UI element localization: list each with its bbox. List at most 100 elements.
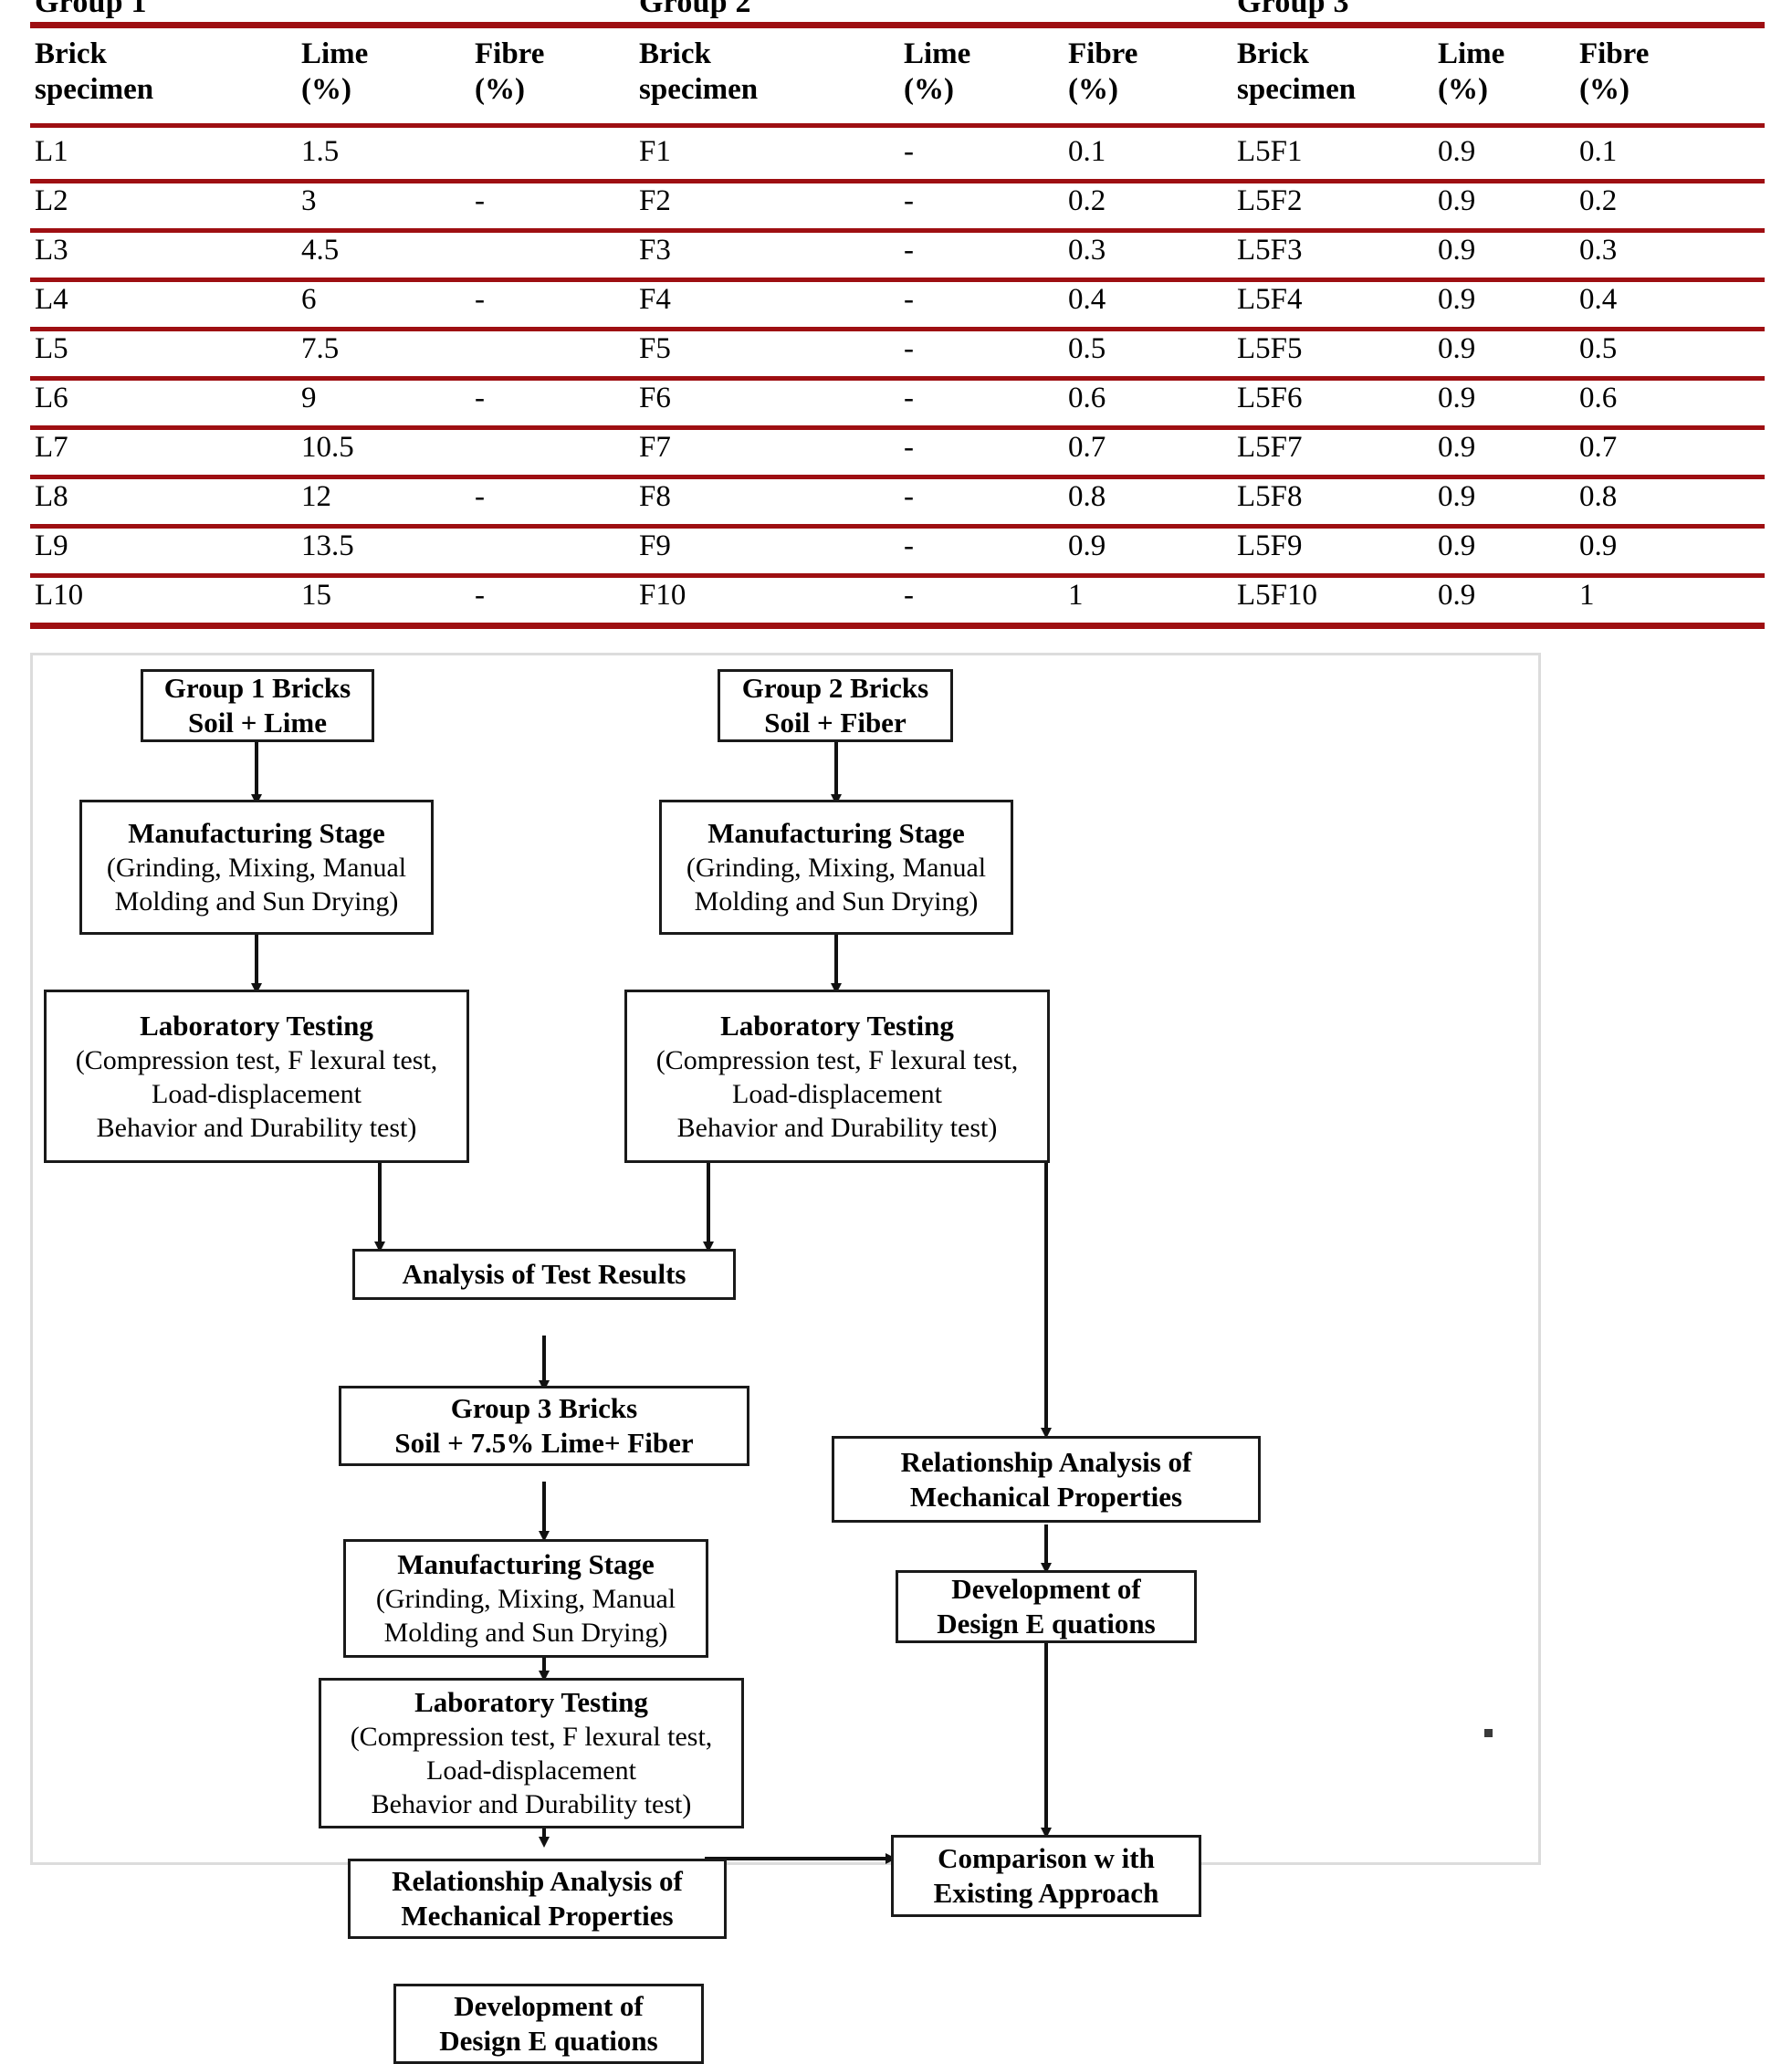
cell-g1-specimen: L8 — [35, 480, 68, 513]
cell-g2-lime: - — [904, 431, 914, 464]
flow-box-line-2: Molding and Sun Drying) — [114, 886, 399, 917]
cell-g2-specimen: F1 — [639, 135, 671, 168]
flow-box-title: Laboratory Testing — [414, 1686, 648, 1718]
cell-g3-lime: 0.9 — [1438, 283, 1476, 316]
flow-box-line-2: Load-displacement — [152, 1078, 362, 1109]
flow-box-line-1: (Compression test, F lexural test, — [75, 1044, 438, 1075]
col-header-line2: (%) — [475, 73, 525, 106]
col-header-line1: Fibre — [1068, 37, 1138, 70]
col-header-line1: Fibre — [1579, 37, 1650, 70]
cell-g1-lime: 12 — [301, 480, 331, 513]
cell-g3-fibre: 0.7 — [1579, 431, 1618, 464]
cell-g2-specimen: F8 — [639, 480, 671, 513]
cell-g3-specimen: L5F6 — [1237, 382, 1303, 414]
cell-g2-lime: - — [904, 480, 914, 513]
col-header-g2-lime: Lime(%) — [904, 37, 970, 108]
cell-g1-lime: 10.5 — [301, 431, 354, 464]
col-header-g1-fibre: Fibre(%) — [475, 37, 544, 108]
cell-g3-fibre: 0.1 — [1579, 135, 1618, 168]
flow-box-line-1: (Compression test, F lexural test, — [655, 1044, 1019, 1075]
col-header-line2: (%) — [1068, 73, 1118, 106]
cell-g1-fibre: - — [475, 579, 485, 612]
cell-g2-fibre: 0.7 — [1068, 431, 1106, 464]
cell-g3-specimen: L5F8 — [1237, 480, 1303, 513]
flow-box-title: Relationship Analysis of — [392, 1865, 683, 1897]
group-header-2: Group 2 — [639, 0, 751, 19]
cell-g3-lime: 0.9 — [1438, 234, 1476, 267]
research-methodology-flowchart: Group 1 Bricks Soil + Lime Manufacturing… — [30, 653, 1541, 2064]
cell-g1-specimen: L2 — [35, 184, 68, 217]
flow-box-laboratory-testing-group2[interactable]: Laboratory Testing (Compression test, F … — [624, 990, 1050, 1163]
cell-g3-lime: 0.9 — [1438, 135, 1476, 168]
flow-box-development-design-equations-group3[interactable]: Development of Design E quations — [393, 1984, 704, 2064]
table-rule — [30, 376, 1765, 381]
col-header-line2: specimen — [35, 73, 154, 106]
flow-box-laboratory-testing-group1[interactable]: Laboratory Testing (Compression test, F … — [44, 990, 469, 1163]
cell-g3-specimen: L5F4 — [1237, 283, 1303, 316]
flow-box-relationship-analysis-group3[interactable]: Relationship Analysis of Mechanical Prop… — [348, 1859, 727, 1939]
col-header-g2-fibre: Fibre(%) — [1068, 37, 1137, 108]
flow-box-title-2: Mechanical Properties — [401, 1900, 674, 1932]
cell-g3-fibre: 0.3 — [1579, 234, 1618, 267]
flow-box-group1-bricks[interactable]: Group 1 Bricks Soil + Lime — [141, 669, 374, 742]
cell-g3-specimen: L5F2 — [1237, 184, 1303, 217]
col-header-line1: Brick — [1237, 37, 1309, 70]
col-header-line2: (%) — [1438, 73, 1488, 106]
cell-g1-specimen: L7 — [35, 431, 68, 464]
table-rule — [30, 228, 1765, 233]
flow-box-title-2: Mechanical Properties — [909, 1480, 1183, 1513]
flow-box-title: Development of — [454, 1990, 644, 2022]
col-header-line2: specimen — [639, 73, 759, 106]
cell-g2-specimen: F4 — [639, 283, 671, 316]
flow-box-group3-bricks[interactable]: Group 3 Bricks Soil + 7.5% Lime+ Fiber — [339, 1386, 749, 1466]
flow-box-subtitle: Soil + 7.5% Lime+ Fiber — [394, 1427, 694, 1459]
flow-box-title: Comparison w ith — [938, 1842, 1155, 1874]
cell-g2-specimen: F3 — [639, 234, 671, 267]
flow-box-analysis-of-test-results[interactable]: Analysis of Test Results — [352, 1249, 736, 1300]
table-rule-header-bottom — [30, 123, 1765, 128]
flow-box-title-2: Existing Approach — [933, 1877, 1159, 1909]
flow-box-title: Manufacturing Stage — [128, 817, 385, 849]
flow-box-laboratory-testing-group3[interactable]: Laboratory Testing (Compression test, F … — [319, 1678, 744, 1828]
cell-g2-fibre: 0.9 — [1068, 529, 1106, 562]
cell-g1-lime: 7.5 — [301, 332, 340, 365]
flow-box-title: Manufacturing Stage — [397, 1548, 655, 1580]
cell-g3-fibre: 0.8 — [1579, 480, 1618, 513]
flow-box-group2-bricks[interactable]: Group 2 Bricks Soil + Fiber — [718, 669, 953, 742]
cell-g2-lime: - — [904, 579, 914, 612]
flow-box-title-2: Design E quations — [937, 1608, 1156, 1640]
flow-box-manufacturing-stage-group2[interactable]: Manufacturing Stage (Grinding, Mixing, M… — [659, 800, 1013, 935]
flow-box-relationship-analysis-group2[interactable]: Relationship Analysis of Mechanical Prop… — [832, 1436, 1261, 1523]
cell-g1-lime: 6 — [301, 283, 317, 316]
flow-box-title: Development of — [951, 1573, 1141, 1605]
flow-box-line-2: Load-displacement — [426, 1755, 636, 1786]
table-rule-bottom — [30, 623, 1765, 629]
cell-g3-specimen: L5F9 — [1237, 529, 1303, 562]
flow-box-line-2: Load-displacement — [732, 1078, 942, 1109]
cell-g2-specimen: F7 — [639, 431, 671, 464]
flow-box-comparison-with-existing-approach[interactable]: Comparison w ith Existing Approach — [891, 1835, 1201, 1917]
cell-g2-specimen: F5 — [639, 332, 671, 365]
cell-g1-specimen: L9 — [35, 529, 68, 562]
col-header-line2: specimen — [1237, 73, 1357, 106]
cell-g3-fibre: 0.5 — [1579, 332, 1618, 365]
cell-g1-lime: 9 — [301, 382, 317, 414]
cell-g1-fibre: - — [475, 382, 485, 414]
flow-box-manufacturing-stage-group1[interactable]: Manufacturing Stage (Grinding, Mixing, M… — [79, 800, 434, 935]
flow-box-development-design-equations-group2[interactable]: Development of Design E quations — [896, 1570, 1197, 1643]
col-header-line1: Lime — [904, 37, 971, 70]
table-rule — [30, 278, 1765, 282]
flow-box-subtitle: Soil + Lime — [187, 707, 327, 739]
col-header-line2: (%) — [904, 73, 954, 106]
cell-g3-lime: 0.9 — [1438, 431, 1476, 464]
flow-box-manufacturing-stage-group3[interactable]: Manufacturing Stage (Grinding, Mixing, M… — [343, 1539, 708, 1658]
cell-g2-fibre: 0.6 — [1068, 382, 1106, 414]
table-rule-top — [30, 22, 1765, 28]
flow-box-line-1: (Grinding, Mixing, Manual — [686, 853, 987, 883]
cell-g2-fibre: 0.2 — [1068, 184, 1106, 217]
cell-g3-lime: 0.9 — [1438, 382, 1476, 414]
flow-box-title-2: Design E quations — [439, 2025, 658, 2057]
